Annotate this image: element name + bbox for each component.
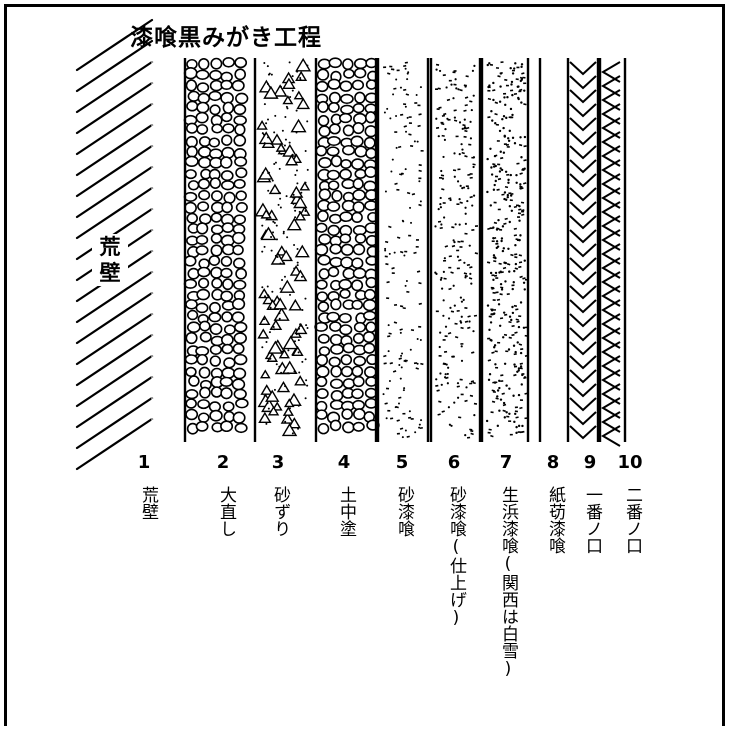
layer-number-4: 4 bbox=[337, 452, 351, 473]
layer-name-1: 荒壁 bbox=[138, 486, 158, 520]
layer-name-9: 一番ノ口 bbox=[582, 486, 602, 554]
layer-name-6: 砂漆喰(仕上げ) bbox=[446, 486, 466, 628]
layer-number-7: 7 bbox=[499, 452, 513, 473]
layer-dots bbox=[382, 61, 529, 439]
diagram-frame bbox=[4, 4, 725, 726]
layer-name-7: 生浜漆喰(関西は白雪) bbox=[498, 486, 518, 679]
diagram-title: 漆喰黒みがき工程 bbox=[130, 25, 322, 51]
layer-number-9: 9 bbox=[583, 452, 597, 473]
layer-name-3: 砂ずり bbox=[270, 486, 290, 537]
layer-number-8: 8 bbox=[546, 452, 560, 473]
layer-3-triangles bbox=[254, 57, 312, 437]
layer-name-4: 土中塗 bbox=[336, 486, 356, 537]
layer-name-2: 大直し bbox=[216, 486, 236, 537]
layer-number-5: 5 bbox=[395, 452, 409, 473]
layer-number-2: 2 bbox=[216, 452, 230, 473]
layer-chevrons bbox=[569, 61, 621, 447]
layer-name-10: 二番ノ口 bbox=[622, 486, 642, 554]
layer-pebbles bbox=[183, 57, 380, 435]
layer-boundaries bbox=[183, 58, 627, 442]
layer-number-10: 10 bbox=[617, 452, 643, 473]
wall-label: 荒壁 bbox=[92, 234, 128, 286]
layer-number-3: 3 bbox=[271, 452, 285, 473]
layer-name-8: 紙苆漆喰 bbox=[545, 486, 565, 554]
layer-name-5: 砂漆喰 bbox=[394, 486, 414, 537]
layer-number-6: 6 bbox=[447, 452, 461, 473]
layer-number-1: 1 bbox=[137, 452, 151, 473]
